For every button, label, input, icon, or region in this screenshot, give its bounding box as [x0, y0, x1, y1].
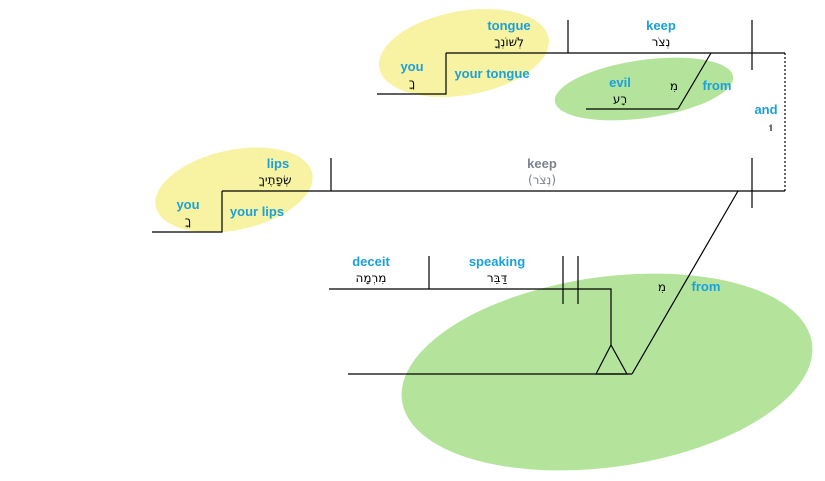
highlight-lips	[155, 147, 313, 233]
top-pp-object-english: evil	[609, 75, 631, 90]
top-suffix-english: you	[400, 59, 423, 74]
bottom-gerund-hebrew: דַּבֵּר	[487, 271, 508, 285]
conjunction-english: and	[754, 102, 777, 117]
highlight-from-evil	[554, 57, 734, 121]
bottom-gerund-object-hebrew: מִרְמָה	[356, 271, 387, 285]
highlight-tongue	[378, 9, 550, 97]
bottom-noun-hebrew: שְׂפָתֶיךָ	[258, 173, 291, 187]
top-noun-hebrew: לְשׁוֹנְךָ	[494, 35, 524, 49]
bottom-verb-hebrew: (נְצֹר)	[528, 173, 556, 187]
bottom-preposition-hebrew: מִ	[658, 280, 666, 294]
conjunction-hebrew: וּ	[769, 120, 773, 134]
bottom-noun-english: lips	[267, 156, 289, 171]
bottom-suffix-english: you	[176, 197, 199, 212]
top-preposition-hebrew: מִ	[670, 79, 678, 93]
bottom-verb-english: keep	[527, 156, 557, 171]
bottom-clause-lines	[152, 158, 785, 375]
bottom-gerund-english: speaking	[469, 254, 525, 269]
bottom-suffix-hebrew: ךָ	[185, 214, 191, 228]
bottom-gerund-object-english: deceit	[352, 254, 390, 269]
top-suffix-hebrew: ךָ	[409, 76, 415, 90]
top-verb-hebrew: נְצֹר	[652, 35, 671, 49]
top-noun-english: tongue	[487, 18, 530, 33]
top-object-english: your tongue	[454, 66, 529, 81]
highlight-from-speaking-deceit	[401, 273, 813, 471]
top-pp-object-hebrew: רָע	[613, 92, 627, 106]
top-clause-lines	[377, 20, 785, 110]
top-verb-english: keep	[646, 18, 676, 33]
top-preposition-english: from	[703, 78, 732, 93]
bottom-object-english: your lips	[230, 204, 284, 219]
bottom-preposition-english: from	[692, 279, 721, 294]
